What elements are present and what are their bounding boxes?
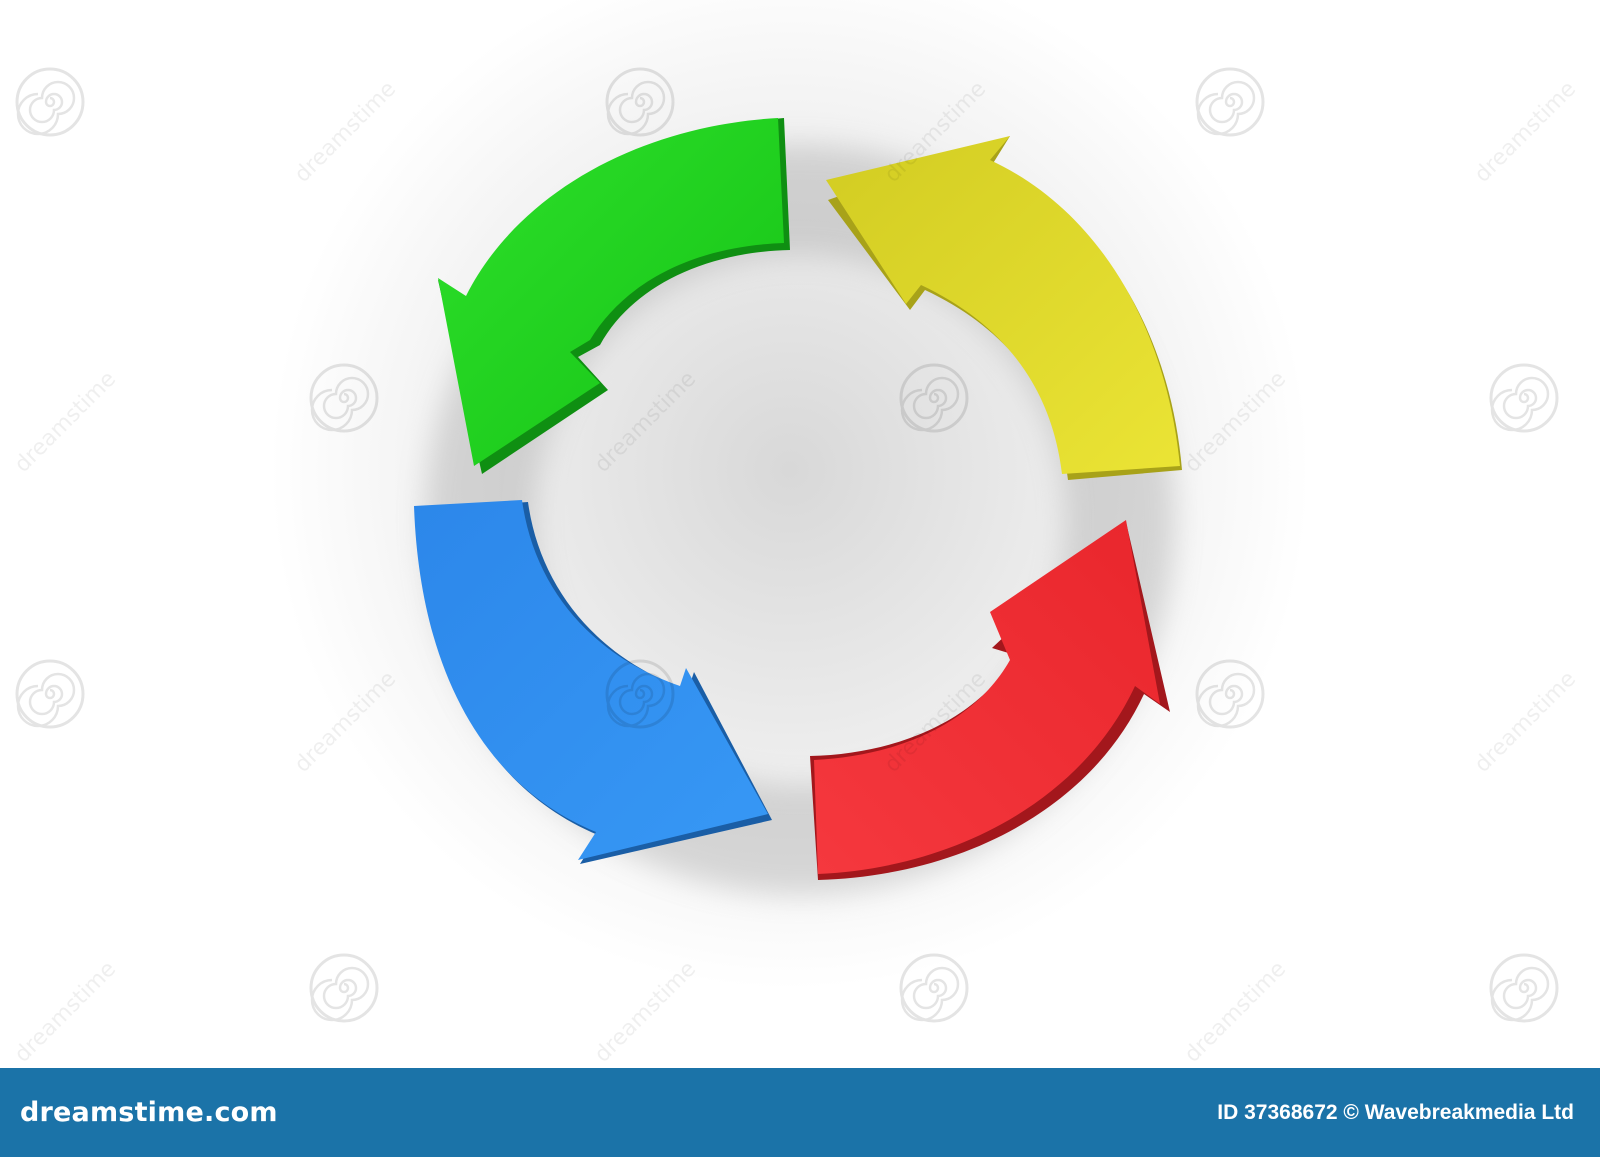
cycle-diagram — [0, 0, 1600, 1068]
footer-bar: dreamstime.com ID 37368672 © Wavebreakme… — [0, 1068, 1600, 1157]
blue-arrow — [414, 500, 772, 864]
green-arrow — [438, 118, 790, 474]
red-arrow — [810, 520, 1170, 880]
diagram-canvas: dreamstimedreamstimedreamstimedreamstime… — [0, 0, 1600, 1068]
yellow-arrow — [826, 136, 1182, 480]
site-brand[interactable]: dreamstime.com — [20, 1097, 278, 1128]
image-credit: ID 37368672 © Wavebreakmedia Ltd — [1217, 1100, 1574, 1124]
